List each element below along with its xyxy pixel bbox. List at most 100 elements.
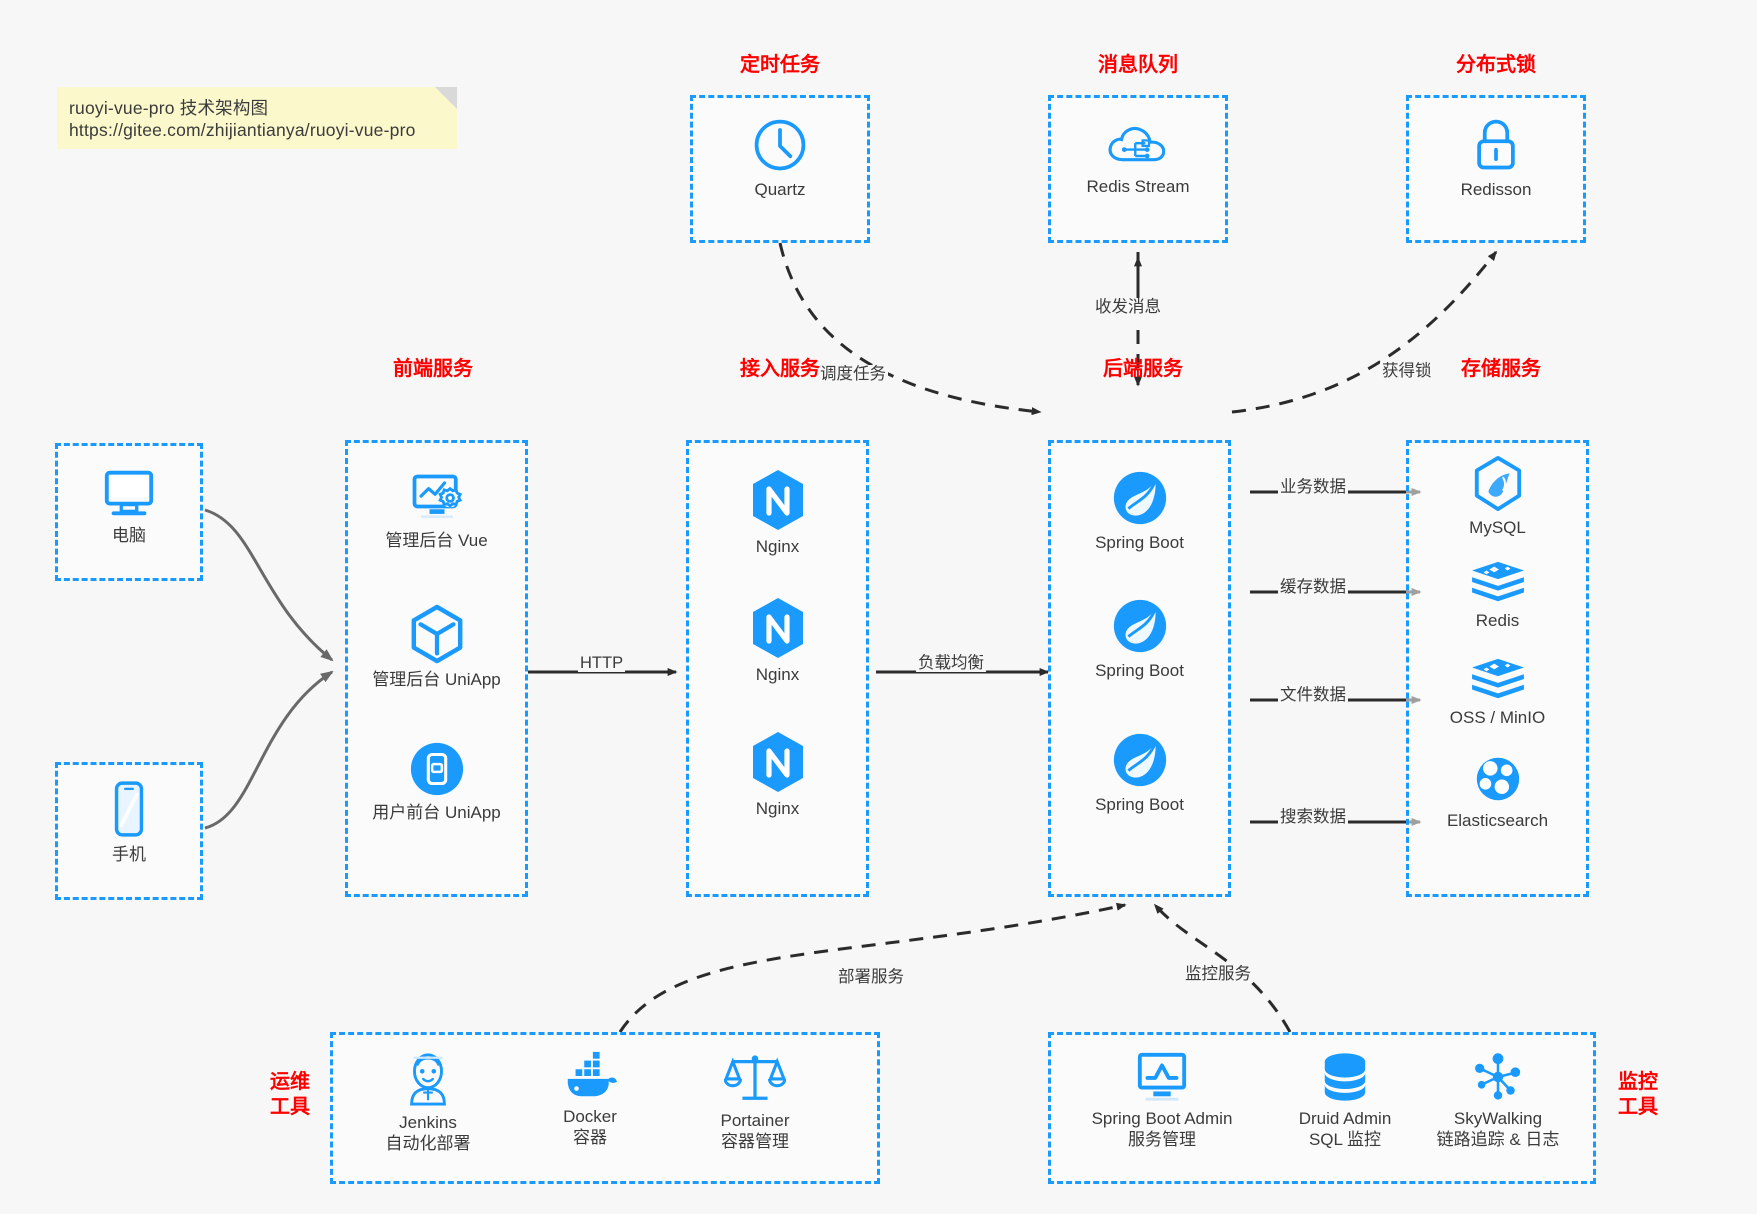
node-label: 管理后台 UniApp bbox=[372, 670, 501, 689]
group-box-scheduler bbox=[690, 95, 870, 243]
node-label: Redis Stream bbox=[1086, 177, 1190, 196]
node-nginx-3[interactable]: Nginx bbox=[686, 730, 869, 819]
node-label: Docker bbox=[563, 1107, 617, 1126]
note-fold-corner bbox=[435, 87, 457, 109]
node-label: MySQL bbox=[1469, 518, 1526, 537]
title-sticky-note: ruoyi-vue-pro 技术架构图 https://gitee.com/zh… bbox=[57, 87, 457, 149]
spring-boot-icon bbox=[1113, 599, 1166, 653]
node-mysql[interactable]: MySQL bbox=[1406, 455, 1589, 538]
nginx-icon bbox=[752, 732, 803, 792]
object-storage-icon bbox=[1471, 658, 1524, 699]
node-admin-vue[interactable]: 管理后台 Vue bbox=[345, 470, 528, 551]
redis-stack-icon bbox=[1471, 561, 1524, 602]
monitor-chart-icon bbox=[1137, 1052, 1187, 1101]
node-label: 手机 bbox=[112, 845, 146, 864]
mysql-dolphin-icon bbox=[1474, 456, 1521, 511]
group-title-devops: 运维 工具 bbox=[258, 1070, 322, 1120]
cloud-network-icon bbox=[1108, 126, 1166, 162]
node-mobile[interactable]: 手机 bbox=[55, 778, 203, 865]
node-label: Nginx bbox=[755, 799, 800, 818]
node-sublabel: 容器 bbox=[573, 1128, 607, 1148]
node-portainer[interactable]: Portainer 容器管理 bbox=[660, 1050, 850, 1153]
group-title-monitor: 监控 工具 bbox=[1606, 1070, 1670, 1120]
node-skywalking[interactable]: SkyWalking 链路追踪 & 日志 bbox=[1400, 1050, 1596, 1151]
node-label: Spring Boot bbox=[1095, 533, 1184, 552]
edge-label-http: HTTP bbox=[578, 654, 626, 673]
group-title-devops-line2: 工具 bbox=[270, 1096, 310, 1118]
mobile-app-icon bbox=[410, 742, 463, 796]
group-title-storage: 存储服务 bbox=[1461, 358, 1541, 380]
group-title-monitor-line2: 工具 bbox=[1618, 1096, 1658, 1118]
node-sublabel: 服务管理 bbox=[1128, 1130, 1196, 1150]
group-title-gateway: 接入服务 bbox=[740, 358, 820, 380]
desktop-monitor-icon bbox=[104, 470, 154, 516]
group-box-mq bbox=[1048, 95, 1228, 243]
node-label: 管理后台 Vue bbox=[385, 531, 488, 550]
dashboard-gear-icon bbox=[412, 474, 462, 519]
edge-label-file-data: 文件数据 bbox=[1278, 686, 1348, 705]
node-label: OSS / MinIO bbox=[1449, 708, 1546, 727]
group-title-backend: 后端服务 bbox=[1103, 358, 1183, 380]
node-label: Portainer bbox=[720, 1111, 790, 1130]
node-label: Spring Boot Admin bbox=[1091, 1109, 1233, 1128]
node-redis-stream[interactable]: Redis Stream bbox=[1048, 118, 1228, 197]
mobile-phone-icon bbox=[114, 781, 144, 837]
nginx-icon bbox=[752, 598, 803, 658]
node-quartz[interactable]: Quartz bbox=[690, 115, 870, 200]
edge-label-schedule-task: 调度任务 bbox=[818, 365, 888, 384]
node-label: Redisson bbox=[1460, 180, 1532, 199]
node-spring-boot-admin[interactable]: Spring Boot Admin 服务管理 bbox=[1052, 1050, 1272, 1151]
note-title: ruoyi-vue-pro 技术架构图 bbox=[69, 98, 269, 118]
node-label: Nginx bbox=[755, 665, 800, 684]
edge-label-load-balance: 负载均衡 bbox=[916, 654, 986, 673]
node-druid-admin[interactable]: Druid Admin SQL 监控 bbox=[1255, 1050, 1435, 1151]
node-desktop[interactable]: 电脑 bbox=[55, 465, 203, 546]
clock-icon bbox=[754, 119, 806, 171]
edge-label-cache-data: 缓存数据 bbox=[1278, 578, 1348, 597]
edge-label-monitor-service: 监控服务 bbox=[1183, 965, 1253, 984]
spring-boot-icon bbox=[1113, 471, 1166, 525]
node-redis[interactable]: Redis bbox=[1406, 558, 1589, 631]
jenkins-butler-icon bbox=[410, 1053, 446, 1106]
node-spring-boot-1[interactable]: Spring Boot bbox=[1048, 468, 1231, 553]
note-url: https://gitee.com/zhijiantianya/ruoyi-vu… bbox=[69, 120, 416, 140]
lock-icon bbox=[1477, 119, 1515, 170]
nginx-icon bbox=[752, 470, 803, 530]
node-label: 用户前台 UniApp bbox=[372, 803, 501, 822]
node-label: Jenkins bbox=[399, 1113, 457, 1132]
edge-label-business-data: 业务数据 bbox=[1278, 478, 1348, 497]
node-user-uniapp[interactable]: 用户前台 UniApp bbox=[345, 740, 528, 823]
node-label: Spring Boot bbox=[1095, 661, 1184, 680]
node-jenkins[interactable]: Jenkins 自动化部署 bbox=[338, 1050, 518, 1155]
group-title-lock: 分布式锁 bbox=[1456, 54, 1536, 76]
hex-cube-icon bbox=[411, 604, 462, 664]
node-sublabel: 自动化部署 bbox=[385, 1134, 471, 1154]
group-title-scheduler: 定时任务 bbox=[740, 54, 820, 76]
node-nginx-1[interactable]: Nginx bbox=[686, 468, 869, 557]
node-label: Spring Boot bbox=[1095, 795, 1184, 814]
database-cylinder-icon bbox=[1324, 1053, 1366, 1101]
node-sublabel: 容器管理 bbox=[721, 1132, 789, 1152]
node-oss-minio[interactable]: OSS / MinIO bbox=[1406, 655, 1589, 728]
node-label: SkyWalking bbox=[1453, 1109, 1543, 1128]
node-spring-boot-2[interactable]: Spring Boot bbox=[1048, 596, 1231, 681]
node-nginx-2[interactable]: Nginx bbox=[686, 596, 869, 685]
node-label: 电脑 bbox=[112, 526, 146, 545]
group-title-devops-line1: 运维 bbox=[270, 1071, 310, 1093]
group-title-frontend: 前端服务 bbox=[393, 358, 473, 380]
node-sublabel: 链路追踪 & 日志 bbox=[1436, 1130, 1560, 1150]
node-redisson[interactable]: Redisson bbox=[1406, 115, 1586, 200]
node-label: Redis bbox=[1475, 611, 1520, 630]
spring-boot-icon bbox=[1113, 733, 1166, 787]
node-label: Druid Admin bbox=[1298, 1109, 1392, 1128]
node-spring-boot-3[interactable]: Spring Boot bbox=[1048, 730, 1231, 815]
node-docker[interactable]: Docker 容器 bbox=[500, 1050, 680, 1149]
group-title-mq: 消息队列 bbox=[1098, 54, 1178, 76]
node-elasticsearch[interactable]: Elasticsearch bbox=[1406, 752, 1589, 831]
edge-label-search-data: 搜索数据 bbox=[1278, 808, 1348, 827]
edge-label-acquire-lock: 获得锁 bbox=[1380, 362, 1434, 381]
node-sublabel: SQL 监控 bbox=[1308, 1130, 1382, 1150]
node-admin-uniapp[interactable]: 管理后台 UniApp bbox=[345, 603, 528, 690]
group-title-monitor-line1: 监控 bbox=[1618, 1071, 1658, 1093]
